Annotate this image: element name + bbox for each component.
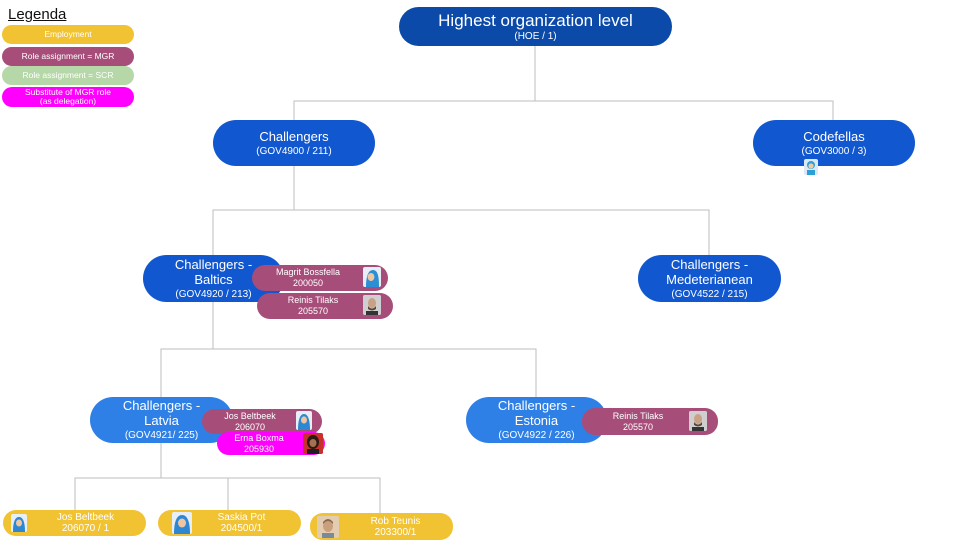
avatar <box>303 433 323 454</box>
org-node-title: Challengers - Estonia <box>497 398 576 428</box>
org-node-title: Challengers - Medeterianean <box>666 256 753 287</box>
person-name: Magrit Bossfella <box>275 267 341 277</box>
legend-employment: Employment <box>2 25 134 44</box>
avatar <box>689 411 707 431</box>
legend-substitute-label: Substitute of MGR role (as delegation) <box>25 87 111 106</box>
avatar <box>296 411 312 430</box>
avatar <box>804 159 818 175</box>
org-node-codefellas[interactable]: Codefellas (GOV3000 / 3) <box>753 120 915 166</box>
org-node-code: (GOV4920 / 213) <box>175 288 252 300</box>
org-node-title: Highest organization level <box>438 10 633 30</box>
org-node-challengers[interactable]: Challengers (GOV4900 / 211) <box>213 120 375 166</box>
org-node-title: Challengers <box>259 128 329 144</box>
person-name: Jos Beltbeek <box>56 512 115 523</box>
person-id: 206070 <box>234 421 266 432</box>
org-node-code: (GOV4900 / 211) <box>256 145 332 157</box>
person-id: 205930 <box>243 443 275 454</box>
org-node-code: (GOV4522 / 215) <box>671 288 748 300</box>
org-node-code: (GOV4921/ 225) <box>124 430 199 441</box>
avatar <box>363 267 381 287</box>
org-node-title: Challengers - Baltics <box>174 256 253 287</box>
org-node-latvia[interactable]: Challengers - Latvia (GOV4921/ 225) <box>90 397 233 443</box>
legend-role-scr-label: Role assignment = SCR <box>22 70 114 80</box>
person-id: 205570 <box>622 421 654 432</box>
person-name: Reinis Tilaks <box>287 295 339 305</box>
org-node-code: (GOV3000 / 3) <box>801 145 867 157</box>
person-id: 203300/1 <box>374 526 417 538</box>
org-node-root[interactable]: Highest organization level (HOE / 1) <box>399 7 672 46</box>
legend-title: Legenda <box>8 6 67 23</box>
role-assignment-substitute[interactable]: Erna Boxma 205930 <box>217 432 325 455</box>
person-name: Erna Boxma <box>234 432 284 443</box>
person-id: 205570 <box>297 306 329 316</box>
org-node-code: (HOE / 1) <box>514 30 557 42</box>
legend-role-scr: Role assignment = SCR <box>2 66 134 85</box>
person-name: Reinis Tilaks <box>612 410 664 421</box>
legend-role-mgr-label: Role assignment = MGR <box>21 51 115 61</box>
org-node-title: Challengers - Latvia <box>122 398 201 428</box>
avatar <box>11 514 27 532</box>
person-id: 200050 <box>292 278 324 288</box>
org-node-title: Codefellas <box>803 128 865 144</box>
avatar <box>363 295 381 315</box>
person-id: 206070 / 1 <box>61 523 110 534</box>
person-name: Rob Teunis <box>370 515 421 527</box>
avatar <box>317 516 339 538</box>
legend-substitute: Substitute of MGR role (as delegation) <box>2 87 134 107</box>
legend-employment-label: Employment <box>44 29 92 39</box>
person-name: Saskia Pot <box>217 512 266 523</box>
person-name: Jos Beltbeek <box>224 410 276 421</box>
org-node-code: (GOV4922 / 226) <box>498 430 575 441</box>
avatar <box>172 512 192 534</box>
org-node-medeterianean[interactable]: Challengers - Medeterianean (GOV4522 / 2… <box>638 255 781 302</box>
person-id: 204500/1 <box>220 523 263 534</box>
legend-role-mgr: Role assignment = MGR <box>2 47 134 66</box>
